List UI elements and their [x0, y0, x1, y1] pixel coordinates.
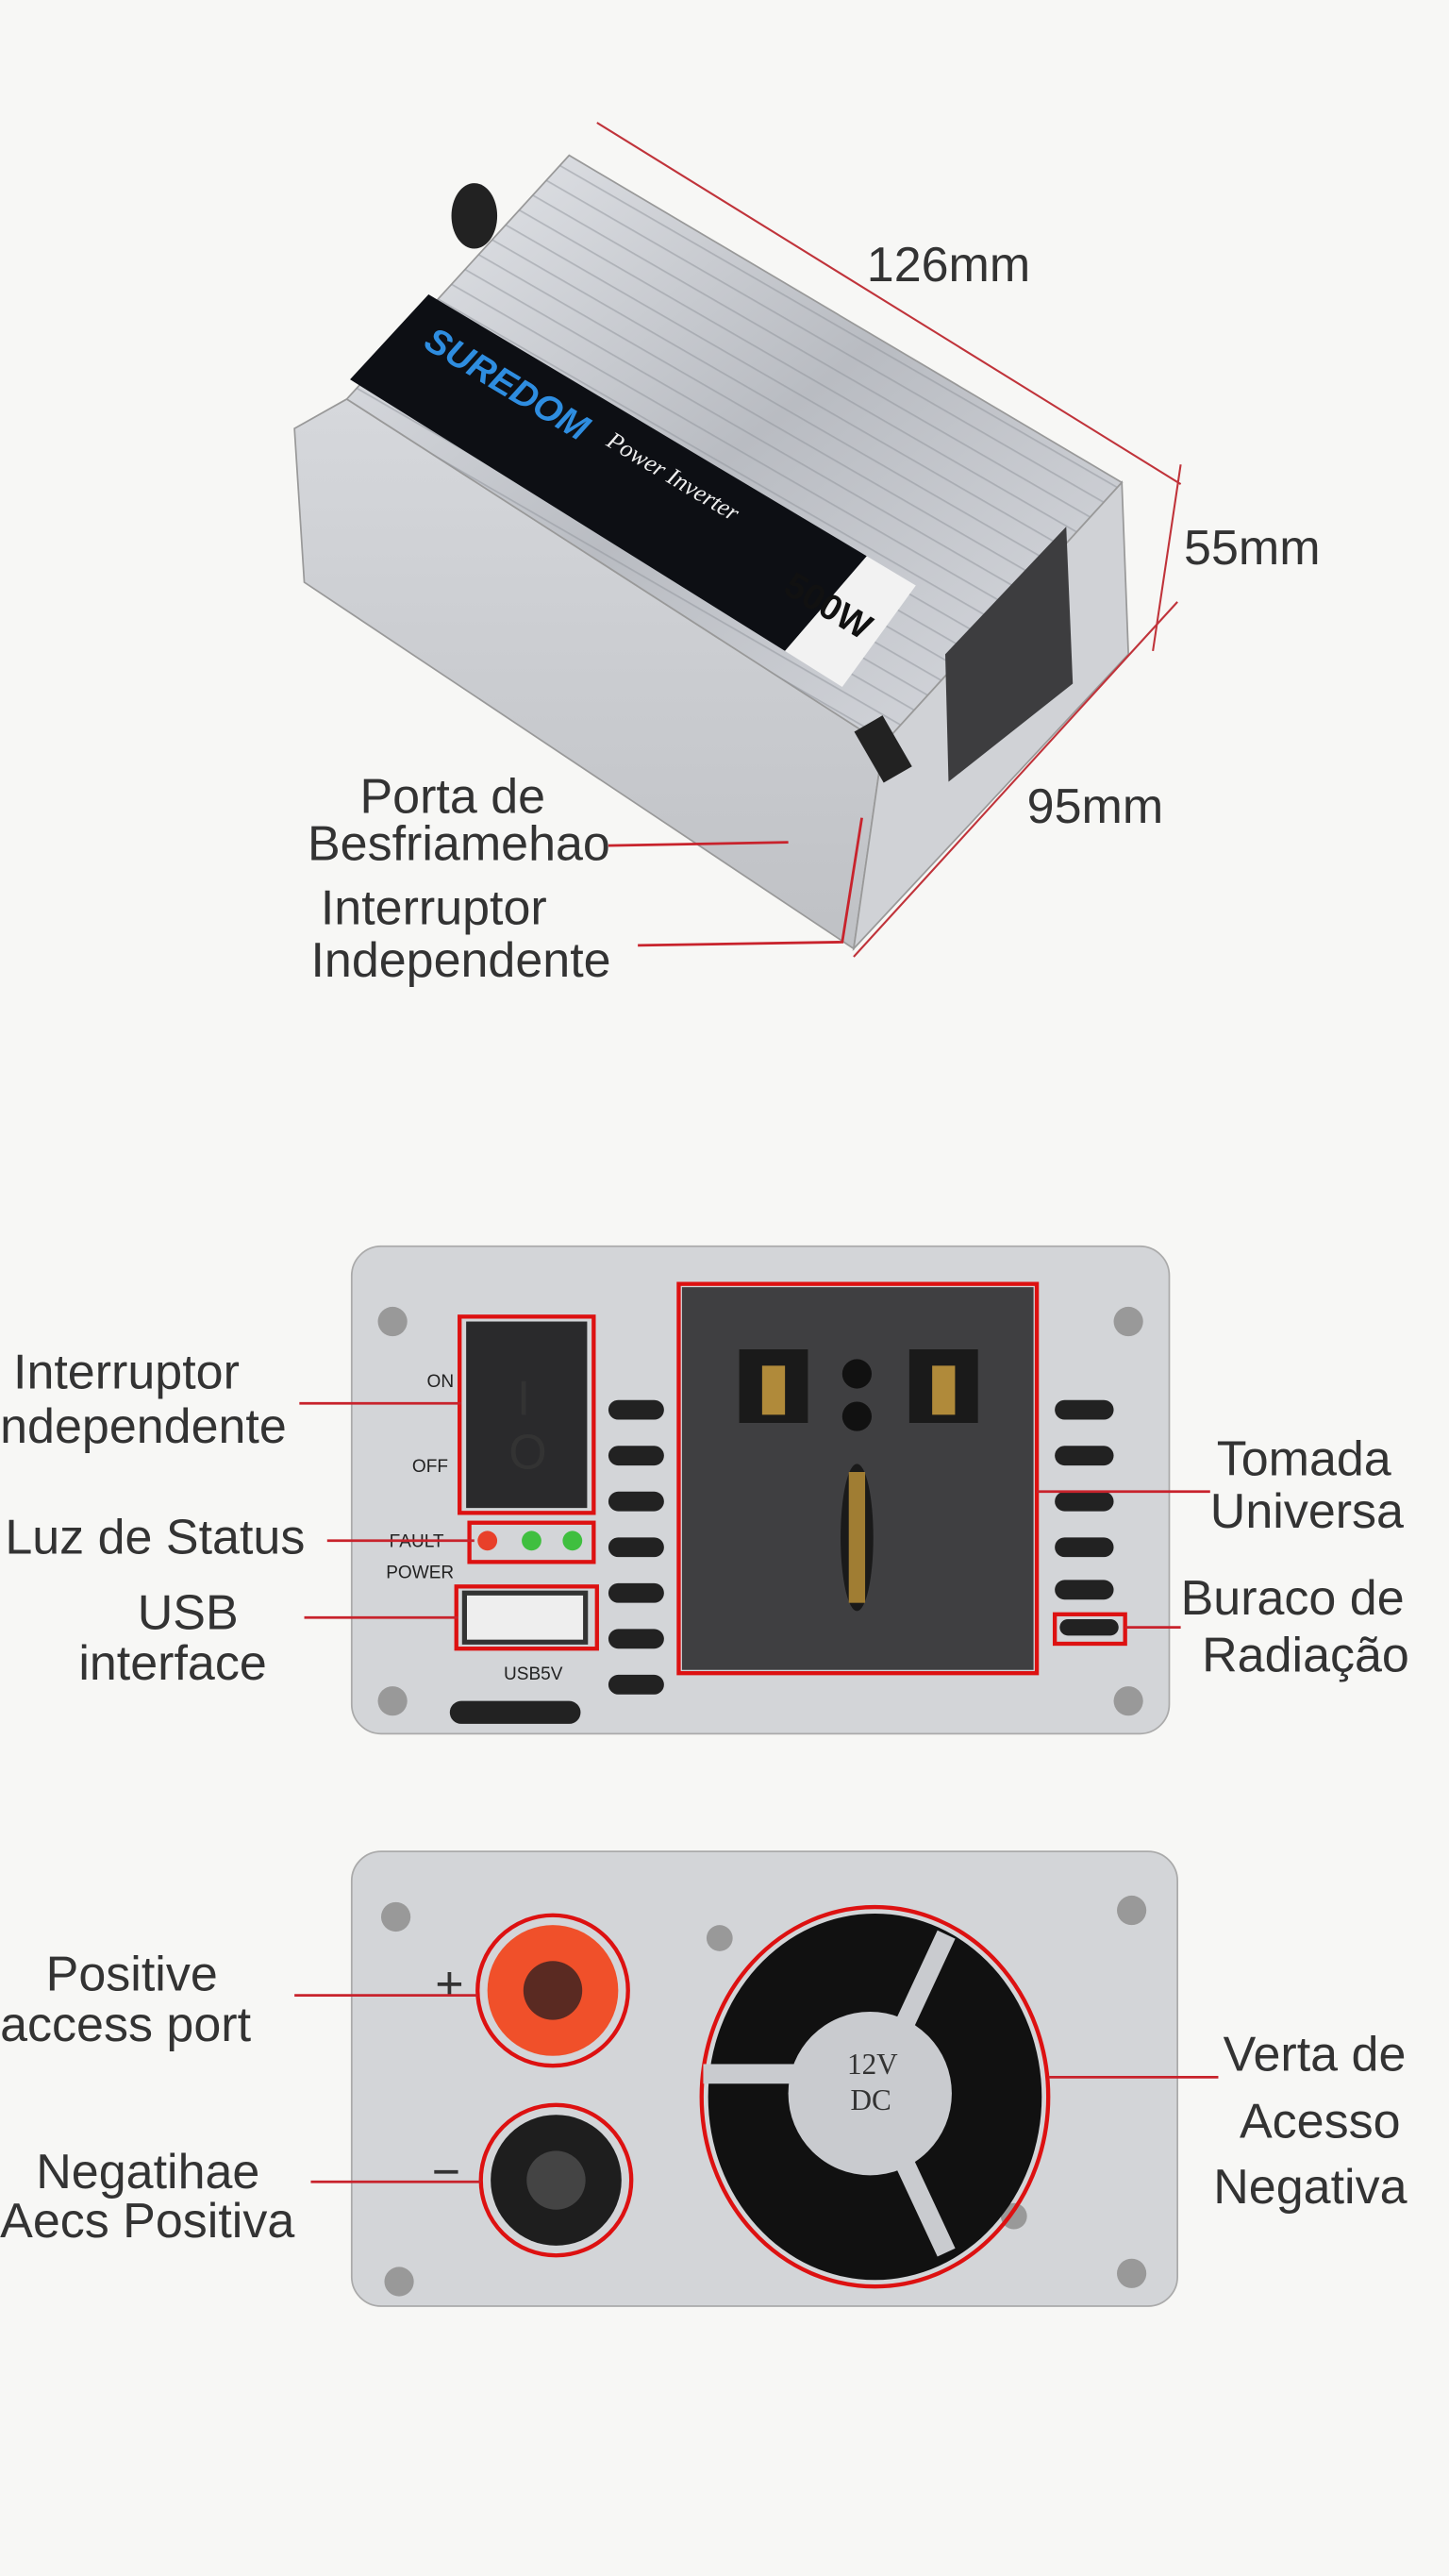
- socket-label-line2: Universa: [1210, 1484, 1404, 1539]
- cooling-knob: [451, 183, 498, 249]
- power-label: POWER: [386, 1564, 454, 1583]
- switch-off-symbol: O: [508, 1426, 546, 1480]
- positive-label-line1: Positive: [46, 1947, 218, 2001]
- fan-type: DC: [850, 2083, 891, 2116]
- cooling-port-label-line2: Besfriamehao: [308, 817, 610, 872]
- back-panel-view: + − 12V DC Positive access port Negatiha…: [0, 1850, 1407, 2307]
- dimension-length: 126mm: [867, 238, 1030, 293]
- universal-socket-3d: [945, 527, 1074, 782]
- switch-label-line2: ndependente: [0, 1399, 287, 1454]
- socket-label-line1: Tomada: [1217, 1431, 1391, 1486]
- front-panel-view: I O ON OFF FAULT POWER USB5V Interruptor…: [0, 1245, 1409, 1735]
- vent-label-line2: Radiação: [1202, 1628, 1409, 1682]
- plus-symbol: +: [435, 1957, 463, 2012]
- usb-voltage-label: USB5V: [504, 1664, 563, 1684]
- inverter-3d-view: SUREDOM Power Inverter 500W 126mm 55mm 9…: [293, 122, 1321, 988]
- negative-label-line2: Aecs Positiva: [0, 2194, 294, 2249]
- usb-port[interactable]: [461, 1590, 589, 1645]
- negative-label-line1: Negatihae: [36, 2145, 259, 2200]
- switch-label-line1: Interruptor: [321, 880, 547, 935]
- switch-3d: [854, 715, 912, 783]
- fan-voltage: 12V: [847, 2048, 898, 2081]
- fan-label-line3: Negativa: [1213, 2160, 1407, 2215]
- status-led-power: [522, 1531, 541, 1551]
- fault-label: FAULT: [390, 1532, 444, 1552]
- switch-on-text: ON: [427, 1372, 455, 1392]
- cooling-port-label-line1: Porta de: [359, 769, 545, 824]
- dimension-height: 55mm: [1184, 521, 1320, 576]
- switch-label-line1: Interruptor: [13, 1346, 240, 1400]
- usb-label-line1: USB: [138, 1585, 239, 1640]
- power-switch[interactable]: [466, 1321, 588, 1509]
- status-led-fault: [477, 1531, 498, 1551]
- positive-label-line2: access port: [0, 1998, 251, 2052]
- dimension-width: 95mm: [1027, 779, 1163, 834]
- status-led-power-2: [562, 1531, 583, 1551]
- switch-label-line2: Independente: [310, 933, 610, 988]
- switch-on-symbol: I: [517, 1371, 530, 1426]
- vent-label-line1: Buraco de: [1181, 1571, 1405, 1626]
- minus-symbol: −: [432, 2145, 460, 2200]
- vent-slots: [449, 1399, 1119, 1724]
- status-light-label: Luz de Status: [5, 1511, 305, 1565]
- fan-label-line1: Verta de: [1224, 2027, 1407, 2082]
- usb-label-line2: interface: [78, 1636, 266, 1691]
- fan-label-line2: Acesso: [1240, 2094, 1401, 2149]
- switch-off-text: OFF: [412, 1457, 448, 1477]
